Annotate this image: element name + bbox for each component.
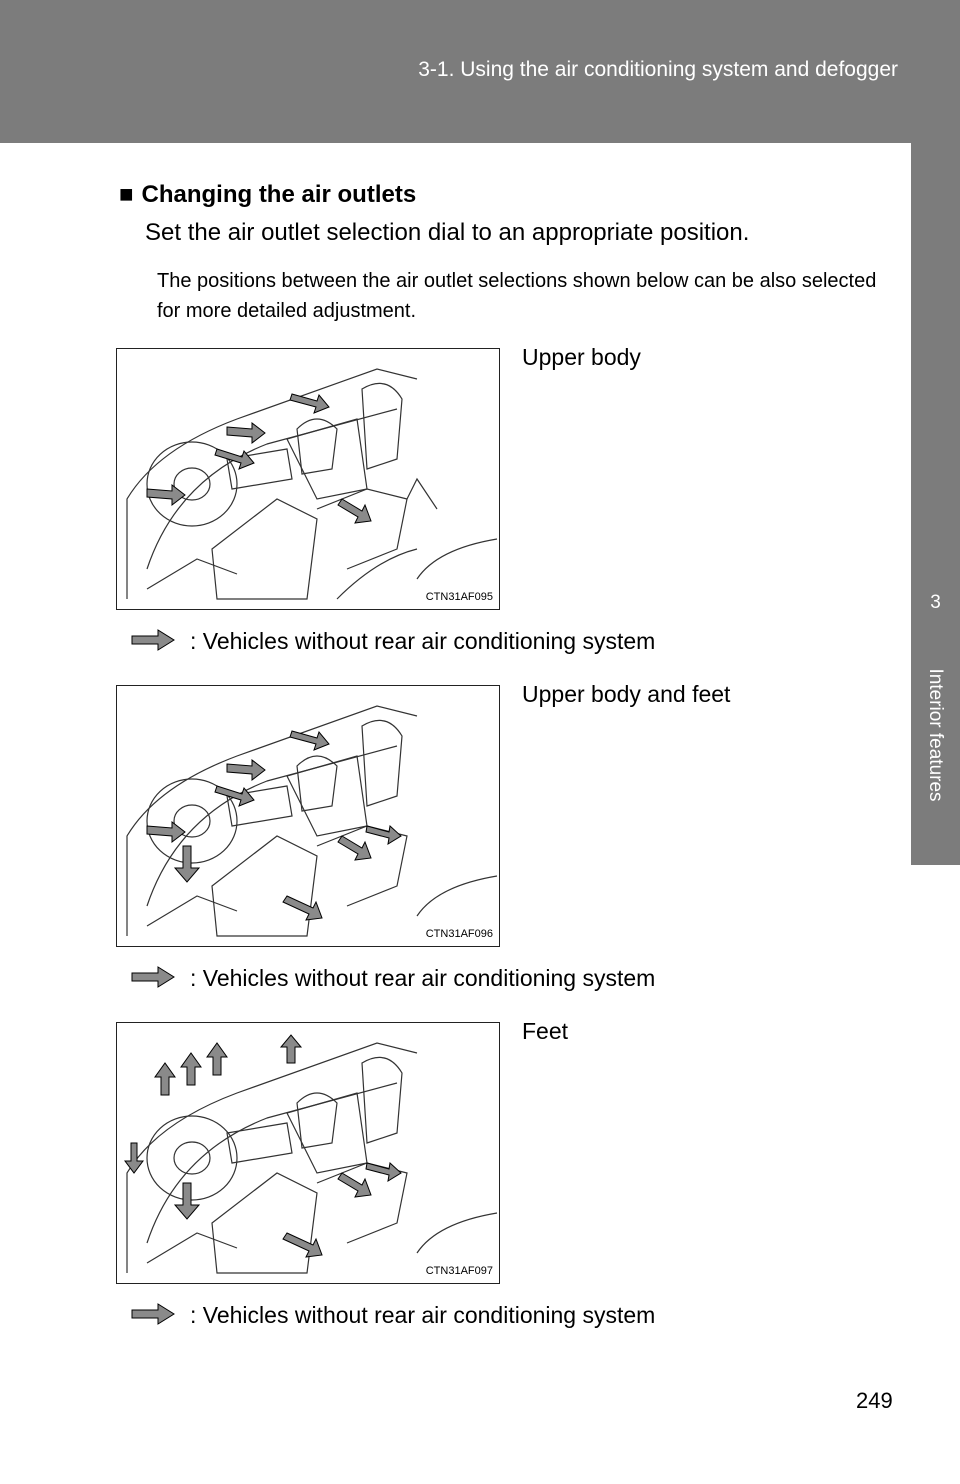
rear-ac-note-text: : Vehicles without rear air conditioning… — [190, 965, 656, 991]
heading-marker: ■ — [119, 181, 134, 208]
figure-code: CTN31AF096 — [425, 928, 493, 940]
car-interior-illustration — [126, 368, 498, 600]
figure-feet: CTN31AF097 — [116, 1022, 500, 1284]
header-band: 3-1. Using the air conditioning system a… — [0, 0, 960, 143]
instruction-text: Set the air outlet selection dial to an … — [145, 219, 750, 246]
section-heading: ■ Changing the air outlets — [119, 181, 416, 209]
chapter-label: Interior features — [925, 668, 946, 802]
note-text: The positions between the air outlet sel… — [157, 270, 877, 322]
page-number: 249 — [856, 1388, 893, 1413]
rear-ac-note-text: : Vehicles without rear air conditioning… — [190, 1302, 656, 1328]
header-title: 3-1. Using the air conditioning system a… — [418, 58, 898, 81]
chapter-number: 3 — [930, 592, 941, 613]
rear-ac-note: : Vehicles without rear air conditioning… — [130, 965, 655, 994]
rear-outlet-arrow-icon — [130, 1303, 176, 1331]
figure-code: CTN31AF097 — [425, 1265, 493, 1277]
rear-ac-note: : Vehicles without rear air conditioning… — [130, 1302, 655, 1331]
figure-upper-body: CTN31AF095 — [116, 348, 500, 610]
heading-text: Changing the air outlets — [141, 181, 417, 208]
car-interior-illustration — [126, 705, 498, 937]
rear-ac-note-text: : Vehicles without rear air conditioning… — [190, 628, 656, 654]
mode-label-feet: Feet — [522, 1018, 569, 1044]
rear-outlet-arrow-icon — [130, 629, 176, 657]
mode-label-upper-body: Upper body — [522, 344, 641, 370]
rear-ac-note: : Vehicles without rear air conditioning… — [130, 628, 655, 657]
rear-outlet-arrow-icon — [130, 966, 176, 994]
figure-code: CTN31AF095 — [425, 591, 493, 603]
car-interior-illustration — [124, 1034, 498, 1274]
side-tab-chapter — [911, 143, 960, 865]
figure-upper-body-feet: CTN31AF096 — [116, 685, 500, 947]
mode-label-upper-body-feet: Upper body and feet — [522, 681, 731, 707]
